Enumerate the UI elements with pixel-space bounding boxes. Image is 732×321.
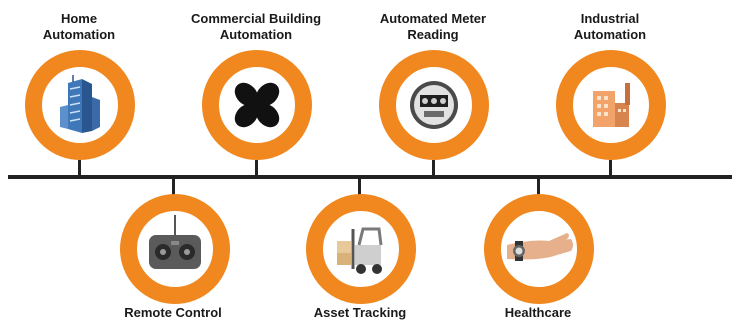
commercial-building-node xyxy=(202,50,312,160)
remote-control-node xyxy=(120,194,230,304)
factory-icon xyxy=(593,83,630,127)
remote-control-icon xyxy=(149,215,201,269)
connector-asset xyxy=(358,178,361,195)
forklift-icon xyxy=(337,227,383,274)
home-automation-node xyxy=(25,50,135,160)
label-industrial-automation: Industrial Automation xyxy=(573,11,647,42)
wristwatch-icon xyxy=(507,233,573,261)
label-automated-meter-reading: Automated Meter Reading xyxy=(379,11,487,42)
asset-tracking-node xyxy=(306,194,416,304)
healthcare-node xyxy=(484,194,594,304)
connector-meter xyxy=(432,160,435,176)
label-asset-tracking: Asset Tracking xyxy=(313,305,407,320)
label-healthcare: Healthcare xyxy=(504,305,572,320)
label-remote-control: Remote Control xyxy=(124,305,222,320)
timeline-line xyxy=(8,175,732,179)
connector-healthcare xyxy=(537,178,540,195)
connector-industrial xyxy=(609,160,612,176)
connector-remote xyxy=(172,178,175,195)
label-commercial-building-automation: Commercial Building Automation xyxy=(190,11,322,42)
connector-commercial xyxy=(255,160,258,176)
electric-meter-icon xyxy=(410,81,458,129)
label-home-automation: Home Automation xyxy=(42,11,116,42)
skyscraper-icon xyxy=(60,75,100,133)
meter-reading-node xyxy=(379,50,489,160)
industrial-automation-node xyxy=(556,50,666,160)
fan-icon xyxy=(234,82,280,128)
connector-home xyxy=(78,160,81,176)
